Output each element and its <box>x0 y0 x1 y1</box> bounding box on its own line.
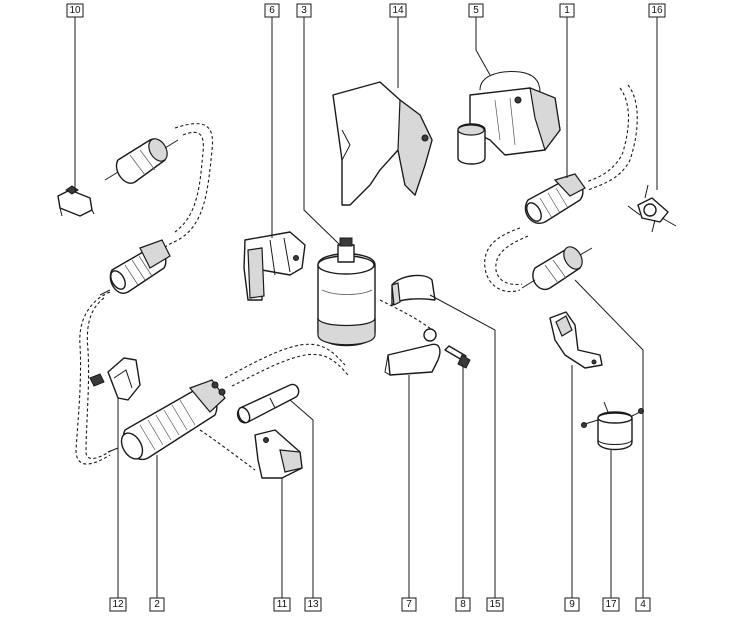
part-7-hose-clamp <box>384 328 441 376</box>
callout-4: 4 <box>635 597 651 612</box>
fuel-hoses <box>75 84 638 471</box>
callout-5-text: 5 <box>473 5 479 16</box>
part-4-inline-fuel-filter <box>521 246 593 291</box>
part-11-pump-bracket <box>254 429 303 479</box>
callout-14-text: 14 <box>392 5 404 16</box>
callout-15-text: 15 <box>489 599 501 610</box>
part-15-clamp <box>391 274 436 306</box>
callout-12: 12 <box>109 597 127 612</box>
part-16-t-connector <box>627 184 677 233</box>
callout-8: 8 <box>455 597 471 612</box>
callout-17: 17 <box>602 597 620 612</box>
callout-13: 13 <box>304 597 322 612</box>
part-14-heat-shield <box>332 81 433 206</box>
part-3-fuel-filter-canister <box>317 237 376 347</box>
part-5-fuel-pump-assembly <box>457 71 561 165</box>
part-6-pump-bracket <box>243 231 306 301</box>
callout-10: 10 <box>66 3 84 18</box>
callout-6-text: 6 <box>269 5 275 16</box>
part-9-mounting-bracket <box>549 311 603 369</box>
callout-6: 6 <box>264 3 280 18</box>
leader-lines <box>74 17 658 598</box>
part-10-clip <box>57 185 95 217</box>
callout-7: 7 <box>401 597 417 612</box>
callout-3: 3 <box>296 3 312 18</box>
callout-17-text: 17 <box>605 599 617 610</box>
callout-1-text: 1 <box>564 5 570 16</box>
part-2-electric-fuel-pump <box>107 379 226 461</box>
callout-2-text: 2 <box>154 599 160 610</box>
callout-9-text: 9 <box>569 599 575 610</box>
callout-5: 5 <box>468 3 484 18</box>
callout-7-text: 7 <box>406 599 412 610</box>
callout-8-text: 8 <box>460 599 466 610</box>
callout-1: 1 <box>559 3 575 18</box>
callout-2: 2 <box>149 597 165 612</box>
part-17-small-fuel-filter <box>581 401 644 451</box>
callout-15: 15 <box>486 597 504 612</box>
inline-fuel-filter-upper <box>104 138 179 184</box>
callout-13-text: 13 <box>307 599 319 610</box>
part-12-clip <box>89 357 141 401</box>
callout-11: 11 <box>273 597 291 612</box>
callout-10-text: 10 <box>69 5 81 16</box>
callout-12-text: 12 <box>112 599 124 610</box>
callout-4-text: 4 <box>640 599 646 610</box>
part-13-hose-section <box>236 383 300 424</box>
fuel-pump-small-left <box>99 239 171 296</box>
part-8-bolt <box>444 345 471 369</box>
callout-16-text: 16 <box>651 5 663 16</box>
callout-9: 9 <box>564 597 580 612</box>
callout-14: 14 <box>389 3 407 18</box>
callout-16: 16 <box>648 3 666 18</box>
part-1-fuel-pump <box>524 173 586 224</box>
callout-3-text: 3 <box>301 5 307 16</box>
callout-11-text: 11 <box>277 599 288 610</box>
